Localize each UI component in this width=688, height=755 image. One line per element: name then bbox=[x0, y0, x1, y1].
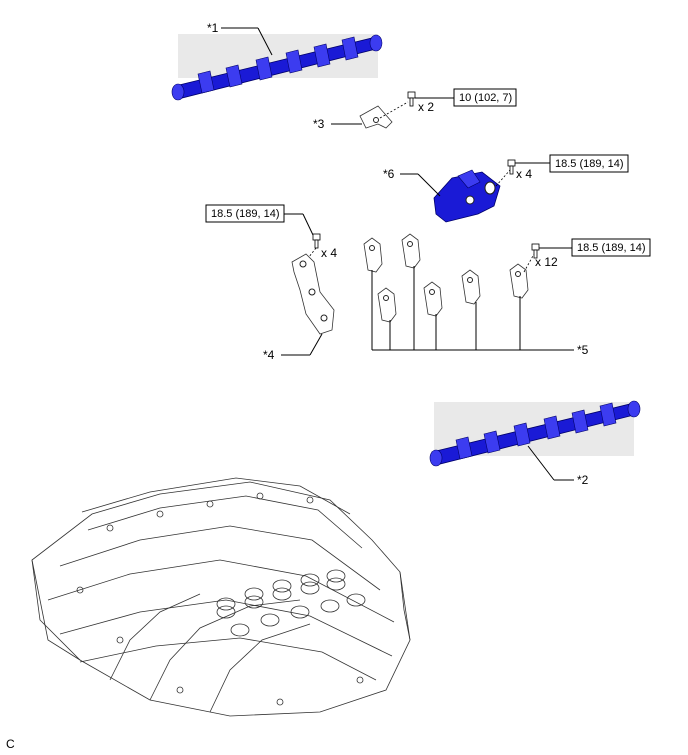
corner-mark: C bbox=[6, 737, 15, 751]
bolt-icon bbox=[507, 159, 516, 175]
torque-label-1: 10 (102, 7) bbox=[459, 92, 512, 104]
callout-2: *2 bbox=[577, 473, 589, 487]
torque-label-2: 18.5 (189, 14) bbox=[555, 158, 624, 170]
callout-3: *3 bbox=[313, 117, 325, 131]
bearing-cap-bar-4 bbox=[281, 253, 335, 356]
bolt-icon bbox=[531, 243, 540, 259]
callout-1: *1 bbox=[207, 21, 219, 35]
cylinder-head-block bbox=[31, 477, 411, 717]
torque-label-4: 18.5 (189, 14) bbox=[577, 242, 646, 254]
torque-label-3: 18.5 (189, 14) bbox=[211, 208, 280, 220]
bearing-cap bbox=[509, 263, 529, 350]
bearing-cap bbox=[423, 281, 443, 350]
quantity-label-1: x 2 bbox=[418, 100, 434, 114]
quantity-label-3: x 4 bbox=[321, 246, 337, 260]
valve-springs bbox=[216, 569, 366, 637]
callout-6: *6 bbox=[383, 167, 395, 181]
bearing-caps-5 bbox=[363, 233, 574, 351]
bearing-cap bbox=[461, 269, 481, 350]
quantity-label-4: x 12 bbox=[535, 255, 558, 269]
callout-5: *5 bbox=[577, 343, 589, 357]
bearing-cap bbox=[401, 233, 421, 350]
bolt-icon bbox=[407, 91, 416, 107]
bolt-holes bbox=[76, 492, 364, 706]
bearing-cap bbox=[363, 237, 383, 350]
camshaft-2 bbox=[429, 400, 641, 481]
quantity-label-2: x 4 bbox=[516, 167, 532, 181]
callout-4: *4 bbox=[263, 348, 275, 362]
bolt-icon bbox=[312, 233, 321, 249]
bearing-cap bbox=[377, 287, 397, 350]
bracket-3 bbox=[331, 91, 416, 129]
cam-housing-6 bbox=[400, 159, 516, 223]
camshaft-1 bbox=[171, 27, 383, 101]
